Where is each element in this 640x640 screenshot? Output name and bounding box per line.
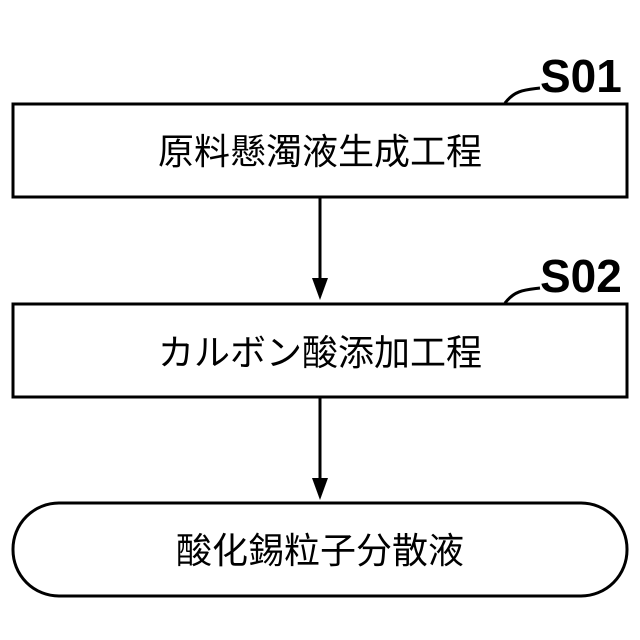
step-label-s01: S01: [540, 50, 622, 102]
step-label-s02: S02: [540, 250, 622, 302]
arrow-head-1: [312, 278, 328, 300]
step-label-leader-s02: [505, 288, 540, 303]
step-text-s02: カルボン酸添加工程: [158, 333, 482, 374]
arrow-head-2: [312, 478, 328, 500]
step-label-leader-s01: [505, 88, 540, 103]
result-text: 酸化錫粒子分散液: [176, 531, 464, 572]
step-text-s01: 原料懸濁液生成工程: [158, 132, 482, 173]
